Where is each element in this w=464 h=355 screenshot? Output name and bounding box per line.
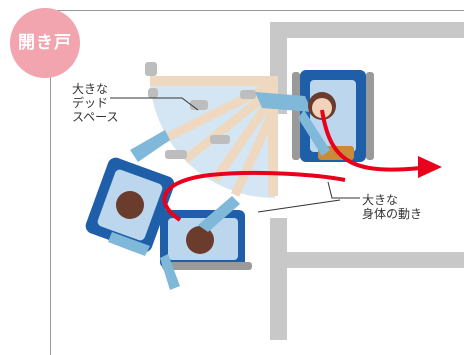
body-motion-line-2: 身体の動き bbox=[362, 207, 423, 221]
leader-lines bbox=[110, 97, 360, 213]
frame-left-line bbox=[50, 10, 51, 355]
wheelchair-ghost bbox=[145, 62, 256, 159]
person-icon bbox=[255, 92, 336, 156]
body-motion-line-1: 大きな bbox=[362, 193, 399, 207]
dead-space-line-2: デッド bbox=[72, 96, 109, 110]
dead-space-line-3: スペース bbox=[72, 110, 119, 124]
badge-circle: 開き戸 bbox=[10, 8, 80, 78]
person-icon bbox=[108, 130, 240, 290]
badge-label: 開き戸 bbox=[18, 33, 72, 53]
wall bbox=[270, 22, 464, 340]
frame-top-line bbox=[50, 10, 464, 11]
dead-space-label: 大きな デッド スペース bbox=[72, 82, 119, 124]
arrow-icon bbox=[162, 109, 442, 222]
body-motion-label: 大きな 身体の動き bbox=[362, 193, 422, 221]
dead-space-line-1: 大きな bbox=[72, 82, 109, 96]
